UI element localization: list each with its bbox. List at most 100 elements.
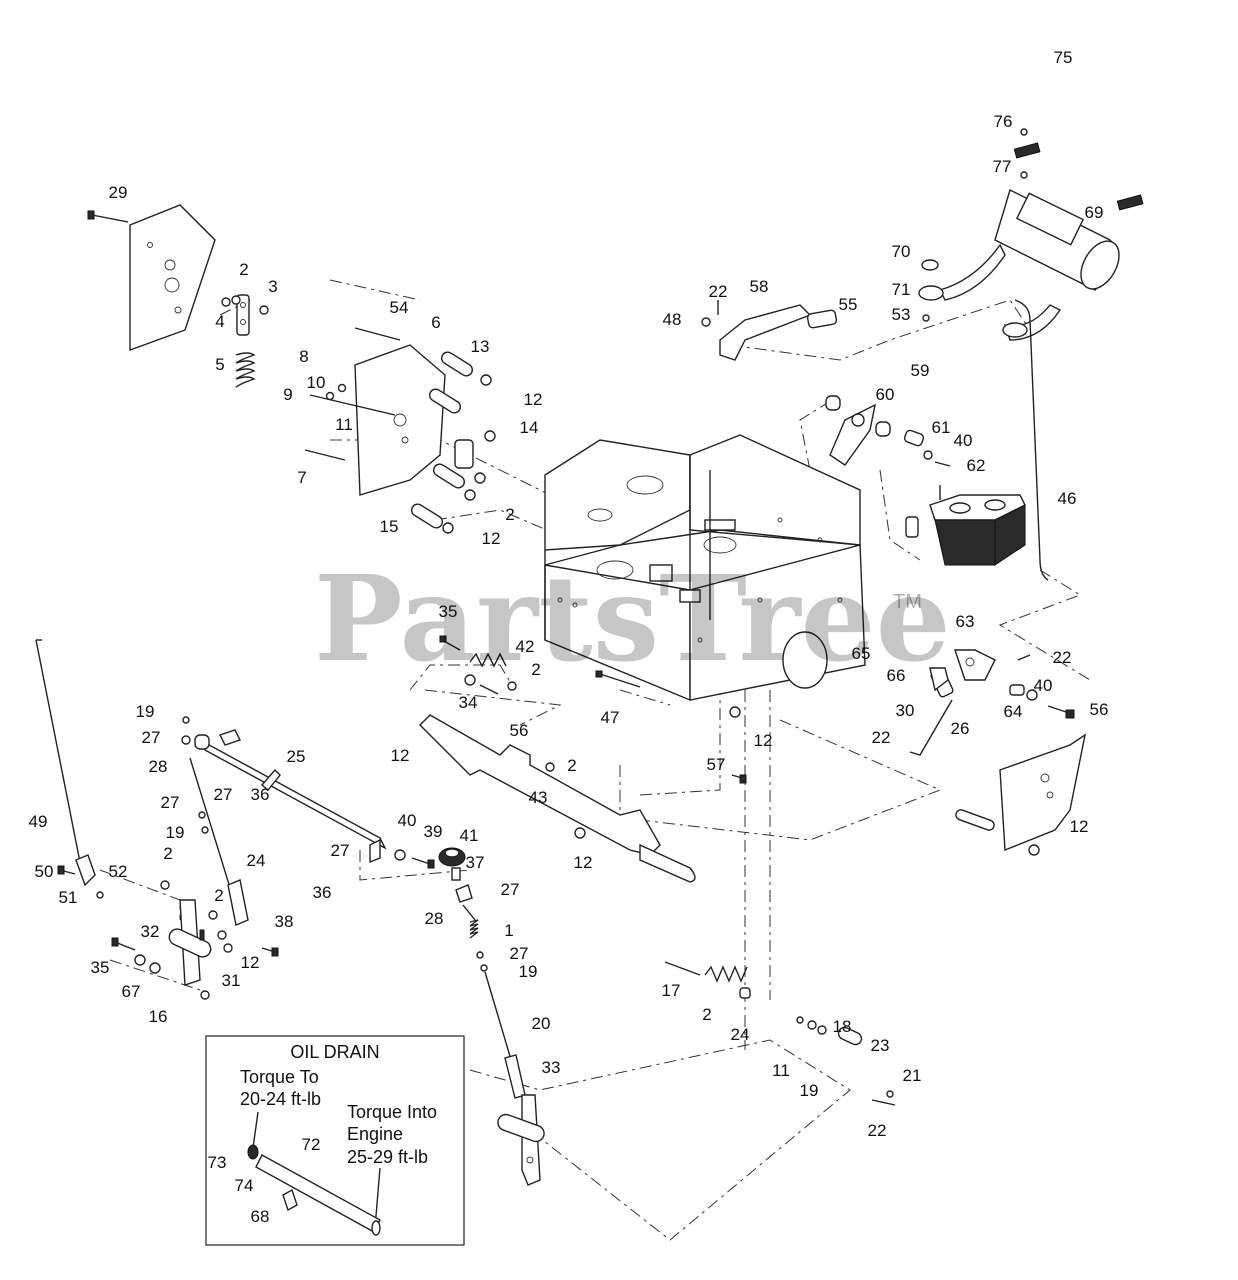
roll-bar-handle	[1013, 15, 1213, 211]
callout-39: 39	[424, 822, 443, 841]
callout-24: 24	[247, 851, 266, 870]
callout-60: 60	[876, 385, 895, 404]
callout-73: 73	[208, 1153, 227, 1172]
callout-10: 10	[307, 373, 326, 392]
center-linkage-rod	[462, 904, 526, 1099]
callout-66: 66	[887, 666, 906, 685]
callout-50: 50	[35, 862, 54, 881]
callout-20: 20	[532, 1014, 551, 1033]
callout-35: 35	[439, 602, 458, 621]
callout-40: 40	[398, 811, 417, 830]
lower-left-bracket	[111, 880, 279, 1000]
muffler	[918, 189, 1120, 341]
callout-62: 62	[967, 456, 986, 475]
callout-4: 4	[215, 312, 224, 331]
brake-rod-assembly	[664, 961, 896, 1106]
callout-22: 22	[868, 1121, 887, 1140]
callout-26: 26	[951, 719, 970, 738]
inset-title: OIL DRAIN	[290, 1042, 379, 1062]
callout-70: 70	[892, 242, 911, 261]
callout-12: 12	[574, 853, 593, 872]
callout-12: 12	[241, 953, 260, 972]
callout-27: 27	[142, 728, 161, 747]
left-mounting-plate	[87, 204, 216, 351]
callout-12: 12	[391, 746, 410, 765]
callout-25: 25	[287, 747, 306, 766]
inset-note-torque-to-value: 20-24 ft-lb	[240, 1089, 321, 1109]
callout-6: 6	[431, 313, 440, 332]
callout-2: 2	[567, 756, 576, 775]
callout-32: 32	[141, 922, 160, 941]
spacer-tubes	[410, 351, 474, 529]
callout-28: 28	[425, 909, 444, 928]
callout-35: 35	[91, 958, 110, 977]
control-lever	[419, 706, 747, 883]
callout-41: 41	[460, 826, 479, 845]
callout-8: 8	[299, 347, 308, 366]
callout-37: 37	[466, 853, 485, 872]
callout-27: 27	[331, 841, 350, 860]
callout-75: 75	[1054, 48, 1073, 67]
callout-12: 12	[754, 731, 773, 750]
callout-3: 3	[268, 277, 277, 296]
callout-12: 12	[524, 390, 543, 409]
callout-56: 56	[510, 721, 529, 740]
callout-24: 24	[731, 1025, 750, 1044]
callout-42: 42	[516, 637, 535, 656]
callout-5: 5	[215, 355, 224, 374]
callout-27: 27	[501, 880, 520, 899]
spring-bracket	[221, 294, 269, 388]
cross-shaft	[194, 729, 435, 869]
main-frame-chassis	[544, 434, 866, 702]
inset-note-torque-to: Torque To	[240, 1067, 319, 1087]
callout-2: 2	[163, 844, 172, 863]
callout-21: 21	[903, 1066, 922, 1085]
callout-19: 19	[519, 962, 538, 981]
callout-36: 36	[251, 785, 270, 804]
callout-22: 22	[709, 282, 728, 301]
callout-1: 1	[504, 921, 513, 940]
rod-46	[1014, 299, 1049, 581]
callout-43: 43	[529, 788, 548, 807]
callout-34: 34	[459, 693, 478, 712]
callout-64: 64	[1004, 702, 1023, 721]
callout-49: 49	[29, 812, 48, 831]
callout-59: 59	[911, 361, 930, 380]
callout-30: 30	[896, 701, 915, 720]
callout-28: 28	[149, 757, 168, 776]
callout-69: 69	[1085, 203, 1104, 222]
oil-reservoir-tank	[929, 485, 1026, 566]
callout-53: 53	[892, 305, 911, 324]
watermark-text: PartsTree	[314, 549, 951, 688]
callout-22: 22	[1053, 648, 1072, 667]
callout-57: 57	[707, 755, 726, 774]
callout-2: 2	[531, 660, 540, 679]
right-cover-plate	[955, 733, 1087, 856]
left-linkage	[35, 639, 249, 926]
callout-33: 33	[542, 1058, 561, 1077]
callout-68: 68	[251, 1207, 270, 1226]
callout-31: 31	[222, 971, 241, 990]
callout-56: 56	[1090, 700, 1109, 719]
callout-15: 15	[380, 517, 399, 536]
callout-76: 76	[994, 112, 1013, 131]
callout-19: 19	[800, 1081, 819, 1100]
callout-2: 2	[214, 886, 223, 905]
callout-48: 48	[663, 310, 682, 329]
callout-22: 22	[872, 728, 891, 747]
callout-13: 13	[471, 337, 490, 356]
inset-note-engine-value: 25-29 ft-lb	[347, 1147, 428, 1167]
callout-77: 77	[993, 157, 1012, 176]
tension-spring-assembly	[439, 635, 641, 695]
callout-29: 29	[109, 183, 128, 202]
callout-58: 58	[750, 277, 769, 296]
callout-51: 51	[59, 888, 78, 907]
callout-74: 74	[235, 1176, 254, 1195]
callout-54: 54	[390, 298, 409, 317]
callout-40: 40	[954, 431, 973, 450]
callout-23: 23	[871, 1036, 890, 1055]
callout-40: 40	[1034, 676, 1053, 695]
callout-2: 2	[239, 260, 248, 279]
callout-65: 65	[852, 644, 871, 663]
